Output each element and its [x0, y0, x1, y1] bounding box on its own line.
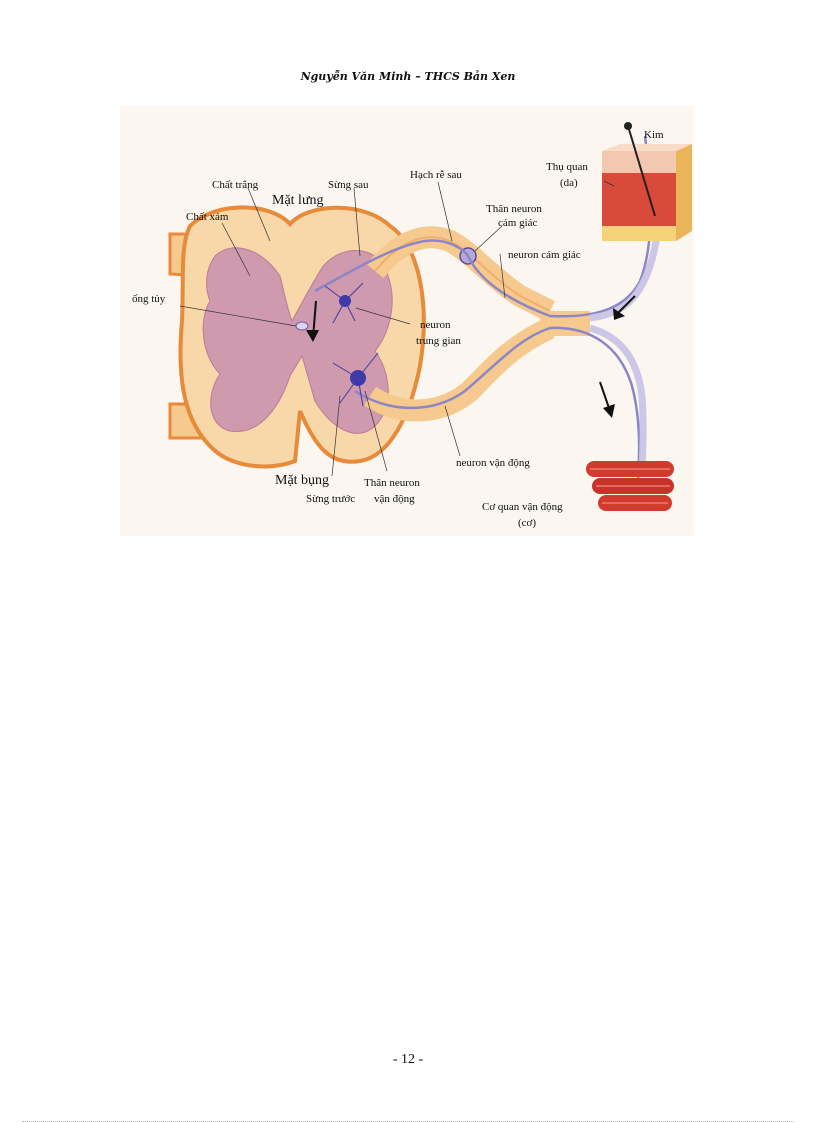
label-sung-sau: Sừng sau [328, 179, 369, 191]
label-sung-truoc: Sừng trước [306, 493, 355, 505]
motor-neuron-cell-body [332, 352, 379, 407]
label-than-neuron-van-dong-2: vận động [374, 493, 415, 505]
label-than-neuron-cam-giac-2: cảm giác [498, 217, 538, 229]
direction-arrow-central [306, 300, 319, 342]
motor-nerve-tube [588, 324, 647, 467]
label-ong-tuy: ống tủy [132, 293, 166, 305]
label-co-quan-van-dong-1: Cơ quan vận động [482, 501, 563, 513]
label-mat-lung: Mặt lưng [272, 193, 324, 208]
label-hach-re-sau: Hạch rễ sau [410, 169, 462, 181]
needle [624, 122, 656, 217]
bottom-divider [22, 1121, 794, 1122]
label-thu-quan-1: Thụ quan [546, 161, 588, 173]
sensory-neuron-fiber [314, 135, 652, 318]
label-than-neuron-cam-giac-1: Thân neuron [486, 203, 542, 215]
motor-neuron-fiber [354, 326, 641, 482]
label-neuron-trung-gian-2: trung gian [416, 335, 461, 347]
label-neuron-van-dong: neuron vận động [456, 457, 530, 469]
label-neuron-trung-gian-1: neuron [420, 319, 451, 331]
label-co-quan-van-dong-2: (cơ) [518, 517, 536, 529]
direction-arrow-sensory [613, 295, 636, 320]
reflex-arc-figure: Chất trắng Mặt lưng Chất xám Sừng sau Hạ… [120, 106, 694, 536]
direction-arrow-motor [599, 381, 615, 418]
central-canal [295, 321, 309, 331]
page-header: Nguyễn Văn Minh – THCS Bản Xen [300, 70, 516, 83]
leader-lines [179, 180, 615, 477]
label-chat-xam: Chất xám [186, 211, 229, 223]
label-neuron-cam-giac: neuron cảm giác [508, 249, 581, 261]
label-thu-quan-2: (da) [560, 177, 578, 189]
label-kim: Kim [644, 129, 664, 141]
label-than-neuron-van-dong-1: Thân neuron [364, 477, 420, 489]
page-number: - 12 - [392, 1052, 424, 1067]
muscle-effector [586, 461, 674, 511]
label-mat-bung: Mặt bụng [275, 473, 329, 488]
reflex-arc-diagram: Chất trắng Mặt lưng Chất xám Sừng sau Hạ… [120, 106, 694, 536]
label-chat-trang: Chất trắng [212, 179, 259, 191]
interneuron [324, 282, 364, 324]
